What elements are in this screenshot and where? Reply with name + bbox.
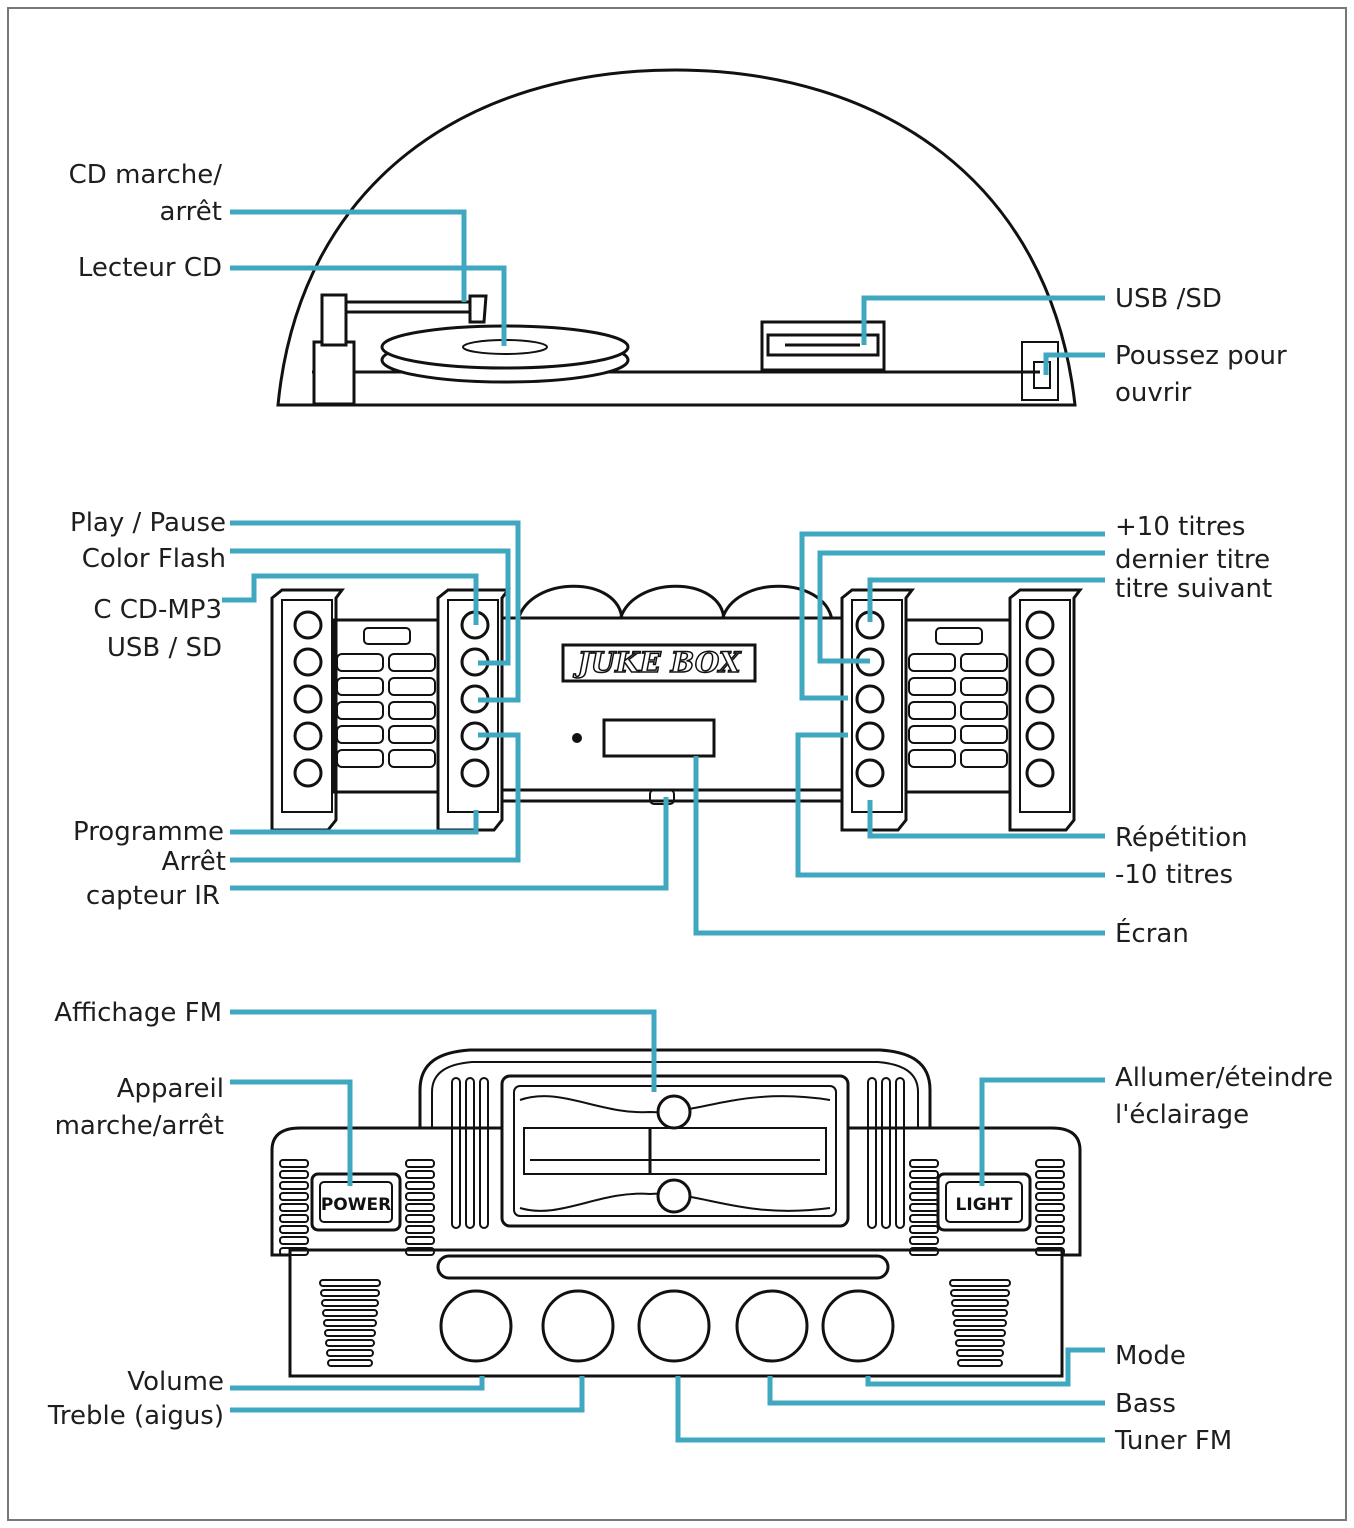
leader-plus10 bbox=[799, 531, 1105, 701]
label-screen: Écran bbox=[1115, 917, 1189, 949]
leader-bass bbox=[767, 1376, 1105, 1406]
control-knob-icon bbox=[821, 1289, 895, 1363]
leader-minus10 bbox=[795, 732, 1105, 878]
label-program: Programme bbox=[73, 817, 224, 847]
label-tuner: Tuner FM bbox=[1114, 1426, 1232, 1456]
jukebox-display-text: JUKE BOX bbox=[573, 646, 742, 679]
leader-ir-sensor bbox=[230, 797, 669, 891]
leader-color-flash bbox=[230, 548, 511, 666]
top-unit-drawing bbox=[276, 68, 1077, 407]
label-repeat: Répétition bbox=[1115, 823, 1248, 853]
leader-fm-display bbox=[230, 1009, 657, 1092]
label-last-track: dernier titre bbox=[1115, 545, 1270, 575]
control-knob-icon bbox=[439, 1289, 513, 1363]
control-knob-icon bbox=[735, 1289, 809, 1363]
leader-tuner bbox=[675, 1376, 1105, 1443]
label-usb-sd: USB /SD bbox=[1115, 284, 1222, 314]
label-fm-display: Affichage FM bbox=[54, 998, 222, 1028]
label-minus10: -10 titres bbox=[1115, 860, 1233, 890]
leader-next-track bbox=[867, 577, 1105, 622]
label-push-open: Poussez pour bbox=[1115, 341, 1287, 371]
label-volume: Volume bbox=[127, 1367, 224, 1397]
panel-button-icon bbox=[1025, 758, 1055, 788]
panel-button-icon bbox=[293, 721, 323, 751]
leader-source bbox=[222, 573, 479, 625]
label-next-track: titre suivant bbox=[1115, 574, 1272, 604]
leader-device-power bbox=[230, 1079, 353, 1186]
label-cd-power: CD marche/ bbox=[69, 160, 223, 190]
panel-button-icon bbox=[293, 684, 323, 714]
bottom-unit-drawing: POWER LIGHT bbox=[270, 1048, 1082, 1378]
label-mode: Mode bbox=[1115, 1341, 1186, 1371]
label-source: C CD-MP3 bbox=[93, 595, 222, 625]
power-button-label: POWER bbox=[321, 1195, 391, 1215]
leader-program bbox=[230, 810, 479, 835]
label-push-open-line2: ouvrir bbox=[1115, 378, 1192, 408]
panel-button-icon bbox=[293, 610, 323, 640]
label-cd-player: Lecteur CD bbox=[78, 253, 222, 283]
label-treble: Treble (aigus) bbox=[47, 1401, 224, 1431]
leader-light-toggle bbox=[979, 1077, 1105, 1186]
label-ir-sensor: capteur IR bbox=[86, 881, 220, 911]
label-stop: Arrêt bbox=[162, 847, 226, 877]
panel-button-icon bbox=[460, 758, 490, 788]
leader-screen bbox=[693, 756, 1105, 936]
label-color-flash: Color Flash bbox=[82, 544, 226, 574]
control-knob-icon bbox=[637, 1289, 711, 1363]
panel-button-icon bbox=[1025, 647, 1055, 677]
leader-cd-player bbox=[230, 265, 507, 346]
leader-stop bbox=[230, 732, 521, 863]
label-device-power: Appareil bbox=[117, 1074, 224, 1104]
middle-unit-drawing: JUKE BOX bbox=[270, 584, 1083, 832]
panel-button-icon bbox=[855, 758, 885, 788]
label-device-power-line2: marche/arrêt bbox=[55, 1111, 224, 1141]
leader-cd-power bbox=[230, 209, 467, 302]
leader-treble bbox=[230, 1376, 585, 1413]
leader-volume bbox=[230, 1376, 485, 1391]
panel-button-icon bbox=[1025, 610, 1055, 640]
panel-button-icon bbox=[855, 684, 885, 714]
label-bass: Bass bbox=[1115, 1389, 1176, 1419]
leader-last-track bbox=[817, 550, 1105, 664]
panel-button-icon bbox=[855, 721, 885, 751]
control-knob-icon bbox=[541, 1289, 615, 1363]
label-plus10: +10 titres bbox=[1115, 512, 1245, 542]
panel-button-icon bbox=[1025, 684, 1055, 714]
leader-play-pause bbox=[230, 520, 521, 703]
page-frame bbox=[7, 7, 1347, 1521]
leader-push-open bbox=[1043, 352, 1105, 375]
label-light-toggle-line2: l'éclairage bbox=[1115, 1100, 1249, 1130]
leader-repeat bbox=[867, 800, 1105, 839]
label-cd-power-line2: arrêt bbox=[160, 197, 222, 227]
panel-button-icon bbox=[293, 647, 323, 677]
label-play-pause: Play / Pause bbox=[70, 508, 226, 538]
panel-button-icon bbox=[1025, 721, 1055, 751]
leader-mode bbox=[865, 1347, 1105, 1387]
label-light-toggle: Allumer/éteindre bbox=[1115, 1063, 1333, 1093]
light-button-label: LIGHT bbox=[956, 1195, 1013, 1215]
label-source-line2: USB / SD bbox=[107, 633, 222, 663]
leader-usb-sd bbox=[861, 295, 1105, 345]
panel-button-icon bbox=[293, 758, 323, 788]
